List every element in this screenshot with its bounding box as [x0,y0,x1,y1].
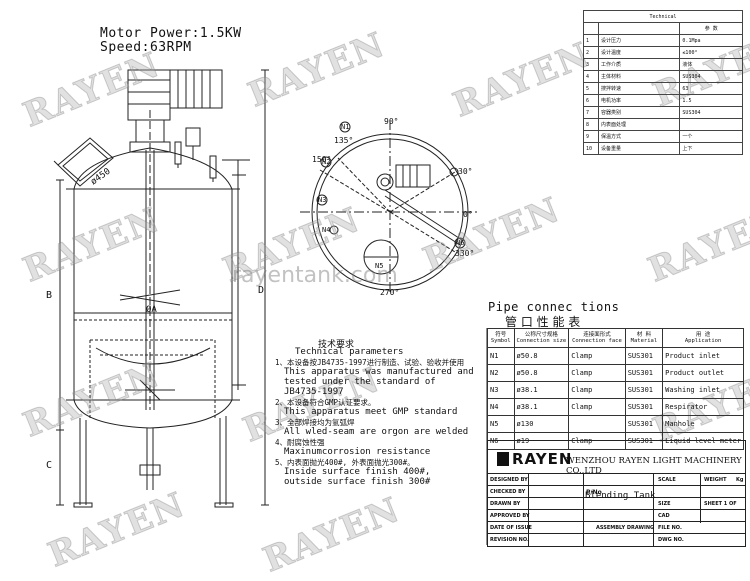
weight-label: WEIGHT [704,477,727,483]
tech-line-8: All wled-seam are orgon are welded [284,427,469,437]
tech-line-4: JB4735-1997 [284,387,344,397]
angle-150: 150° [312,155,332,164]
dim-A-label: ØA [146,305,157,315]
tank-drawing [53,69,488,545]
plan-n3: N3 [318,196,327,204]
approved-by-label: APPROVED BY [490,513,530,519]
date-of-issue-label: DATE OF ISSUE [490,525,532,531]
kg-label: Kg [736,477,744,483]
plan-n6: N6 [456,239,465,247]
designed-by-label: DESIGNED BY [490,477,528,483]
rayen-logo: RAYEN [497,450,572,468]
angle-270: 270° [380,288,400,297]
tank-bottom-head [73,399,233,429]
tech-line-2: This apparatus was manufactured and [284,367,474,377]
plan-n5: N5 [375,262,384,270]
angle-0: 0° [463,210,473,219]
angle-30: 30° [458,167,473,176]
checked-by-label: CHECKED BY [490,489,526,495]
pipe-table-title: Pipe connec tions [488,300,620,314]
plan-n1: N1 [341,123,350,131]
scale-label: SCALE [658,477,676,483]
tech-line-9: 4、耐腐蚀性强 [275,438,325,447]
title-block: DESIGNED BY CHECKED BY DRAWN BY APPROVED… [487,440,746,547]
angle-90: 90° [384,117,399,126]
motor-speed-label: Speed:63RPM [100,40,192,55]
pipe-table-title-cn: 管 口 性 能 表 [505,315,581,329]
tech-table-header2: 参 数 [679,22,743,35]
dim-C-label: C [46,460,53,471]
gearbox [127,69,171,121]
tech-line-7: 3、全部焊接均为氩弧焊 [275,418,355,427]
tech-line-1: 1、本设备按JB4735-1997进行制造、试验、验收并使用 [275,358,465,367]
assembly-drawing-label: ASSEMBLY DRAWING [596,525,655,531]
plan-n4: N4 [322,226,331,234]
angle-330: 330° [455,249,475,258]
file-no-label: FILE NO. [658,525,682,531]
tech-params-title-cn: 技术要求 [318,340,355,350]
dim-D-label: D [258,285,265,296]
dwg-no-label: DWG NO. [658,537,684,543]
tech-table-header: Technical [583,10,743,23]
tech-params-title: Technical parameters [295,347,404,357]
cad-label: CAD [658,513,670,519]
manhole-elevation [53,137,114,187]
tech-line-12: Inside surface finish 400#, [284,467,431,477]
angle-135: 135° [334,136,354,145]
tech-line-3: tested under the standard of [284,377,436,387]
impeller [119,289,181,301]
size-label: SIZE [658,501,671,507]
tech-line-6: This apparatus meet GMP standard [284,407,458,417]
company-name: WENZHOU RAYEN LIGHT MACHINERY CO.,LTD [566,456,742,476]
pno-label: P/No [586,489,602,496]
drawn-by-label: DRAWN BY [490,501,521,507]
sheet-label: SHEET 1 OF [704,501,737,507]
drawing-title: Blending Tank [585,491,656,501]
plan-n2: N2 [322,158,331,166]
tech-line-13: outside surface finish 300# [284,477,431,487]
tech-line-10: Maxinumcorrosion resistance [284,447,431,457]
revision-label: REVISION NO. [490,537,529,543]
tech-line-11: 5、内表面抛光400#, 外表面抛光300#。 [275,458,415,467]
tech-line-5: 2、本设备符合GMP认证要求。 [275,398,376,407]
motor-power-label: Motor Power:1.5KW [100,26,242,41]
dim-B-label: B [46,290,53,301]
